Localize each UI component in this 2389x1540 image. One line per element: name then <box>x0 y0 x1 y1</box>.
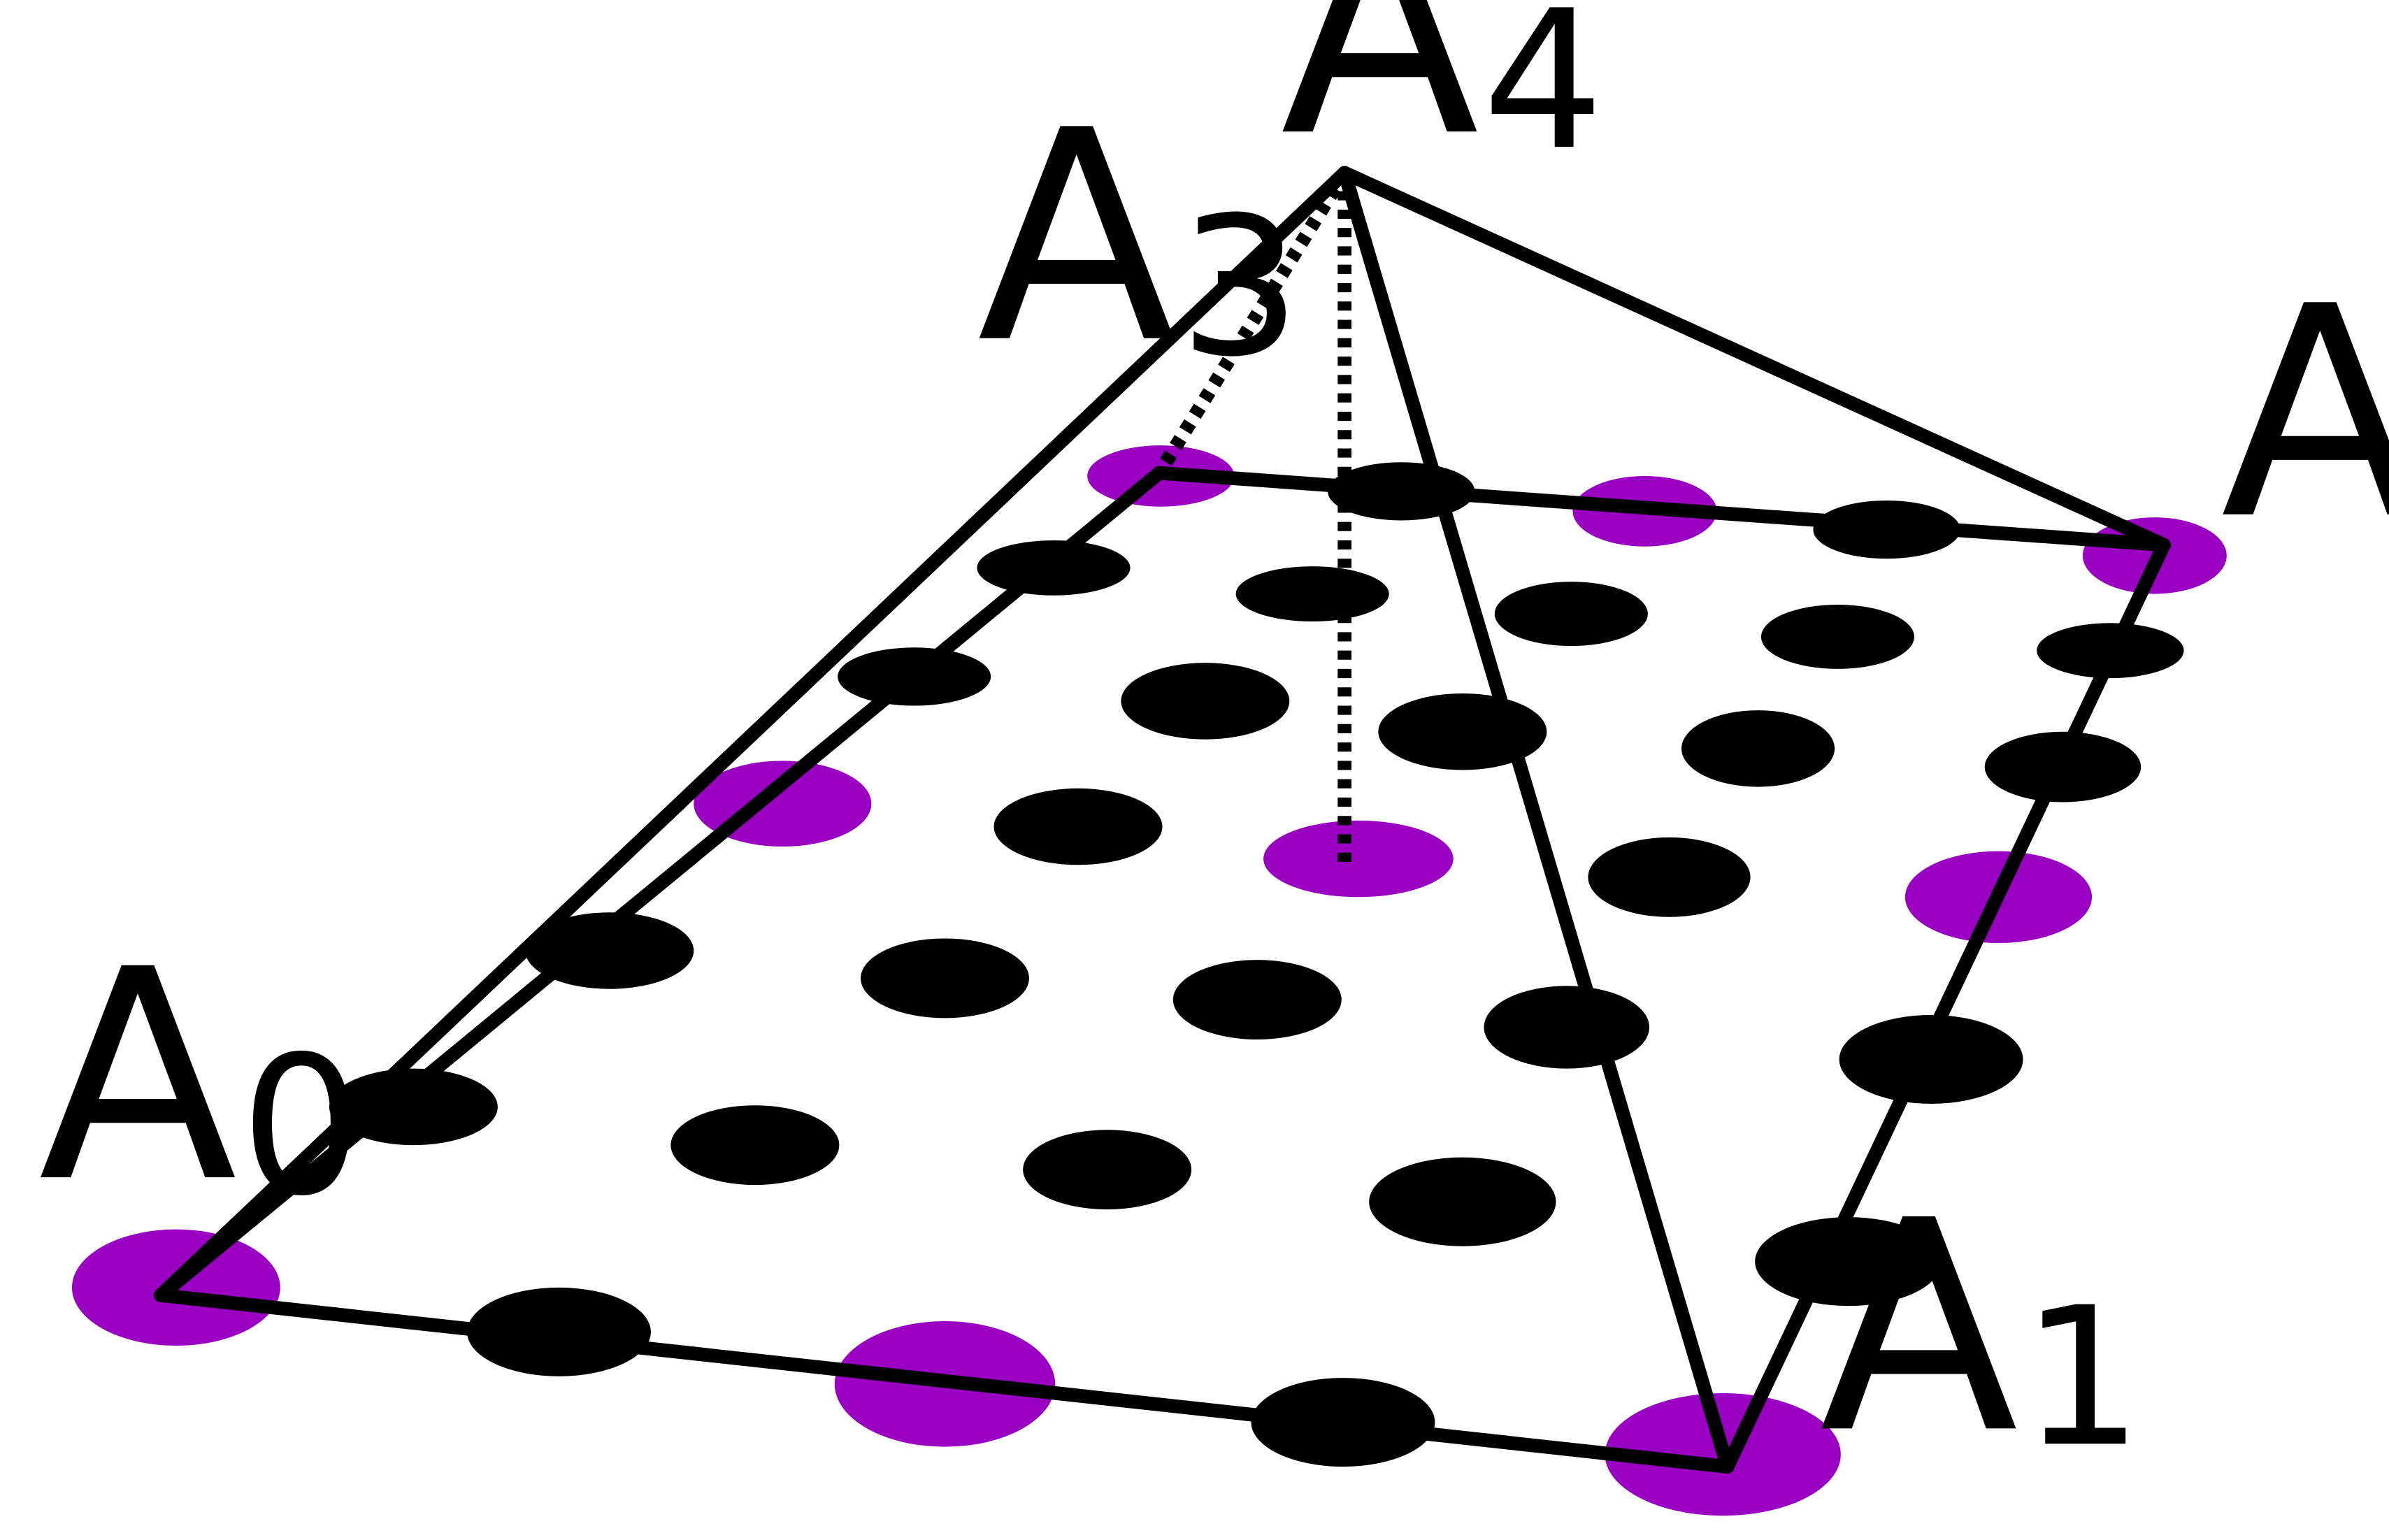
edge-a0-a1 <box>154 1288 1735 1474</box>
lattice-point <box>1484 986 1650 1069</box>
label-a3: A3 <box>977 69 1300 408</box>
lattice-point <box>860 938 1029 1019</box>
label-a0: A0 <box>38 908 362 1246</box>
lattice-point <box>670 1105 840 1186</box>
lattice-point <box>1023 1130 1192 1210</box>
edge-a4-a3-hidden <box>1153 169 1351 477</box>
edge-a1-a2 <box>1720 538 2171 1474</box>
lattice-point <box>1369 1157 1556 1246</box>
lattice-point <box>1755 1217 1942 1307</box>
lattice-point <box>1121 663 1290 740</box>
base-edges <box>154 466 2171 1474</box>
highlighted-lattice-point <box>1263 820 1454 898</box>
lattice-point <box>993 788 1163 865</box>
lattice-point <box>1588 837 1751 917</box>
lattice-point <box>1494 582 1648 647</box>
edge-a4-a0 <box>154 166 1352 1302</box>
label-a1: A1 <box>1819 1159 2143 1497</box>
edge-a4-a2 <box>1337 166 2171 552</box>
edge-a4-a1 <box>1337 166 1735 1474</box>
vertex-labels: A0 A1 A2 A3 A4 <box>38 0 2389 1497</box>
lattice-point <box>1681 710 1835 787</box>
apex-edges <box>154 166 2171 1474</box>
label-a2: A2 <box>2221 245 2389 584</box>
lattice-point <box>1172 960 1342 1040</box>
lattice-point <box>1235 566 1389 622</box>
label-a4: A4 <box>1280 0 1604 201</box>
edge-a3-a0 <box>154 466 1166 1302</box>
lattice-point <box>1760 604 1914 669</box>
lattice-point <box>525 912 694 989</box>
lattice-point <box>1839 1014 2023 1104</box>
edge-a2-a3 <box>1152 466 2171 552</box>
